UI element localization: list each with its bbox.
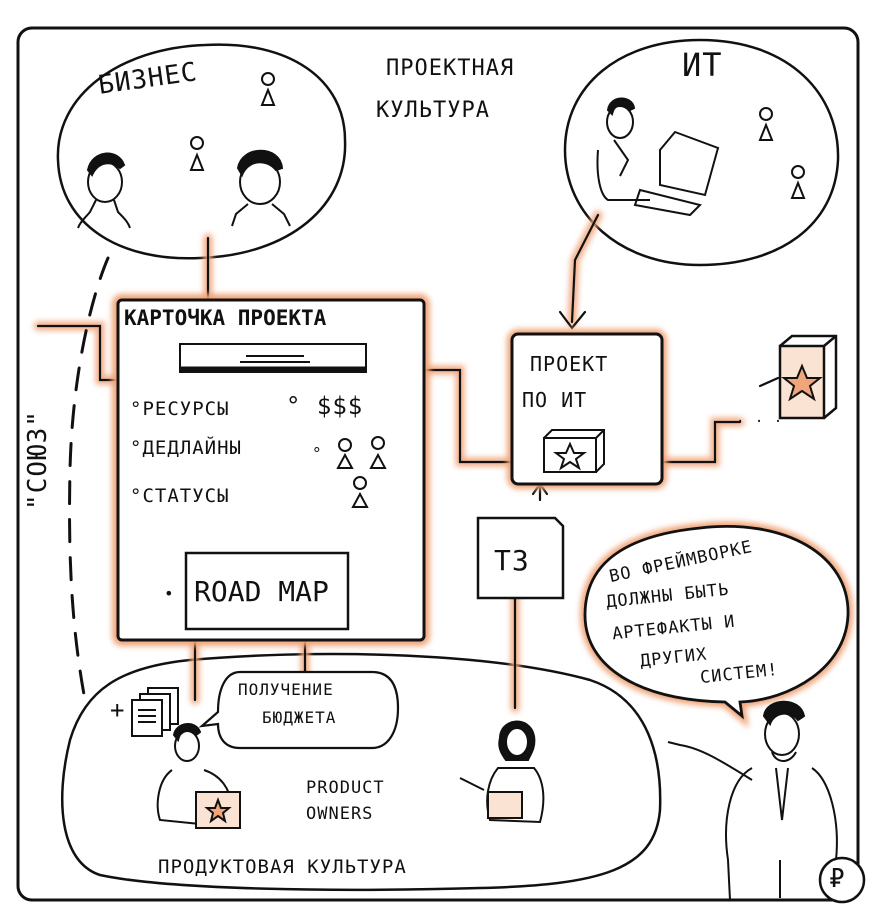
card-item-statuses: °СТАТУСЫ [130,485,230,507]
card-item-resources: °РЕСУРСЫ [130,398,230,420]
budget-speech-bubble [198,670,400,750]
it-bubble [563,38,840,267]
it-project-box [510,332,664,486]
tz-document-icon [476,516,565,600]
deadlines-dot: ° [312,444,323,463]
it-project-line-2: ПО ИТ [522,388,588,412]
roadmap-bullet: • [164,584,175,603]
documents-icon [131,687,179,737]
outer-frame [16,26,860,902]
framework-speech-bubble [583,525,850,720]
title-line-2: КУЛЬТУРА [376,98,490,123]
product-owners-line-1: PRODUCT [306,778,385,798]
card-item-label: ДЕДЛАЙНЫ [142,437,242,459]
product-owners-line-2: OWNERS [306,804,374,824]
card-item-deadlines: °ДЕДЛАЙНЫ [130,437,242,459]
product-culture-label: ПРОДУКТОВАЯ КУЛЬТУРА [158,856,407,878]
business-bubble [56,43,347,260]
product-owner-right [459,720,545,824]
tz-label: ТЗ [494,544,530,577]
budget-line-2: БЮДЖЕТА [262,708,337,727]
it-label: ИТ [682,46,723,84]
card-item-label: СТАТУСЫ [142,485,230,507]
money-marks: $$$ [316,392,364,420]
plus-sign: + [110,696,126,724]
card-item-label: РЕСУРСЫ [142,398,230,420]
ellipsis: . . . [736,410,784,426]
person-icon [189,72,806,508]
business-person-left [77,152,131,229]
product-owner-left [156,723,241,829]
card-title-bar [179,343,367,373]
speaker-illustration [667,700,838,901]
star-box-icon [543,429,605,473]
budget-line-1: ПОЛУЧЕНИЕ [238,680,334,699]
it-project-line-1: ПРОЕКТ [530,352,609,376]
roadmap-label: ROAD MAP [194,575,329,608]
ruble-sign: ₽ [829,864,846,894]
product-culture-bubble [61,652,662,892]
union-label: "СОЮЗ" [22,410,53,510]
title-line-1: ПРОЕКТНАЯ [386,56,515,81]
it-worker-illustration [596,97,720,217]
project-card-title: КАРТОЧКА ПРОЕКТА [124,306,327,330]
business-person-right [231,149,291,227]
union-dashed-line [68,256,110,702]
resources-mark: ° $$$ [286,392,364,420]
ruble-coin [818,856,866,904]
roadmap-box [184,551,350,631]
product-box-icon [778,334,838,420]
